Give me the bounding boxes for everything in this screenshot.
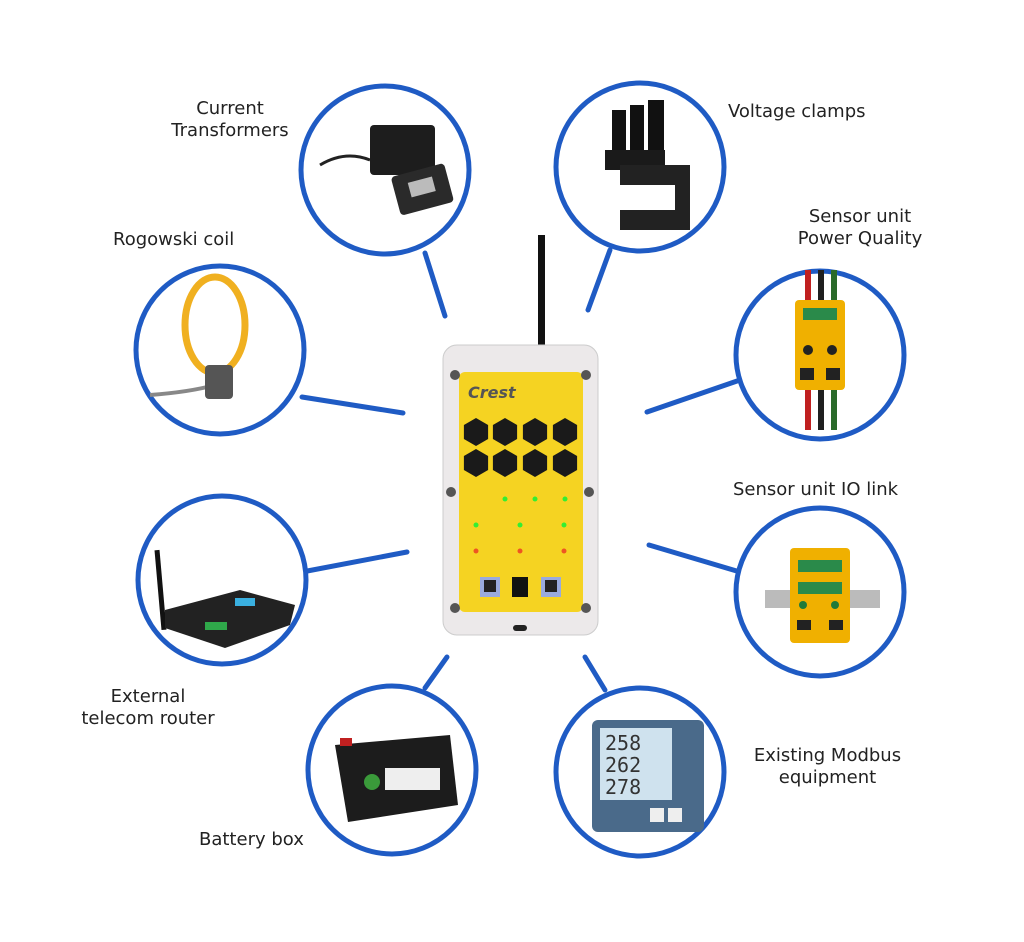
connector-modbus xyxy=(582,654,608,693)
label-line: Existing Modbus xyxy=(753,745,902,766)
label-line: Power Quality xyxy=(797,228,923,249)
label-current-transformers: Current Transformers xyxy=(160,98,300,142)
label-line: telecom router xyxy=(81,708,215,729)
circle-rogowski-coil xyxy=(133,263,307,437)
sensor-connector-port xyxy=(463,418,489,446)
router-image xyxy=(154,549,295,648)
modbus-reading-3: 278 xyxy=(605,775,641,799)
connector-voltage-clamps xyxy=(585,247,613,313)
sensor-connector-port xyxy=(492,449,518,477)
connector-router xyxy=(299,549,410,575)
sensor-io-image xyxy=(765,548,880,643)
label-line: equipment xyxy=(778,767,877,788)
label-rogowski-coil: Rogowski coil xyxy=(113,229,235,250)
sensor-connector-port xyxy=(492,418,518,446)
label-sensor-pq: Sensor unit Power Quality xyxy=(780,206,940,250)
modbus-reading-2: 262 xyxy=(605,753,641,777)
battery-image xyxy=(335,735,458,822)
label-line: Current xyxy=(196,98,264,119)
modbus-reading-1: 258 xyxy=(605,731,641,755)
voltage-clamp-image xyxy=(605,100,690,230)
sensor-pq-image xyxy=(795,270,845,430)
connector-sensor-pq xyxy=(644,377,743,415)
rogowski-coil-image xyxy=(149,273,249,399)
label-sensor-io: Sensor unit IO link xyxy=(733,479,899,500)
sensor-connector-port xyxy=(552,449,578,477)
current-transformer-image xyxy=(319,125,454,215)
device-logo: Crest xyxy=(468,383,517,402)
label-battery: Battery box xyxy=(199,829,304,850)
label-voltage-clamps: Voltage clamps xyxy=(728,101,866,122)
connector-battery xyxy=(422,654,450,691)
sensor-connector-port xyxy=(522,449,548,477)
label-line: Transformers xyxy=(171,120,289,141)
connector-rogowski-coil xyxy=(299,394,406,416)
label-line: Sensor unit xyxy=(808,206,912,227)
sensor-connector-port xyxy=(463,449,489,477)
label-line: External xyxy=(110,686,186,707)
label-modbus: Existing Modbus equipment xyxy=(745,745,910,789)
connector-sensor-io xyxy=(646,542,743,575)
crest-power-quality-meter: Crest xyxy=(442,235,599,636)
modbus-meter-image: 258 262 278 xyxy=(592,720,704,832)
connector-current-transformers xyxy=(422,250,448,319)
sensor-connector-port xyxy=(552,418,578,446)
sensor-connector-port xyxy=(522,418,548,446)
label-router: External telecom router xyxy=(58,686,238,730)
